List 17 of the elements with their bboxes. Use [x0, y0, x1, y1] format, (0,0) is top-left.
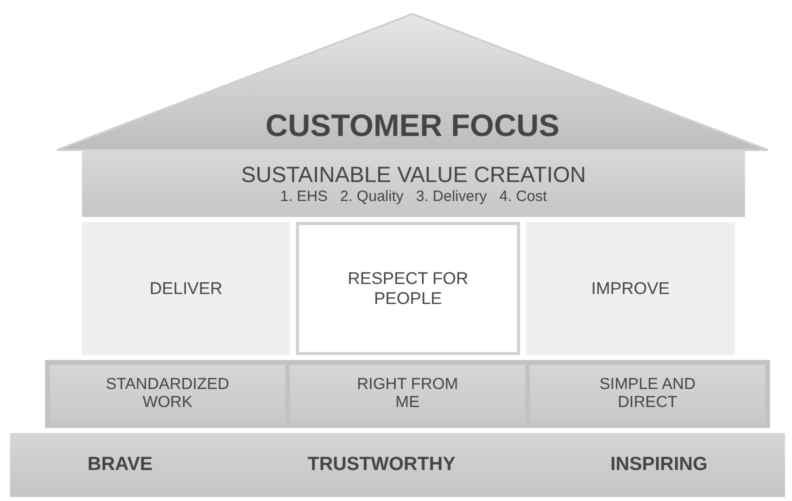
roof-shape	[55, 12, 770, 152]
box-band	[45, 360, 770, 428]
label-text: RESPECT FOR PEOPLE	[346, 268, 470, 308]
label-text: INSPIRING	[610, 454, 708, 476]
base-band	[10, 433, 785, 497]
label-text: RIGHT FROM ME	[356, 376, 460, 412]
label-text: IMPROVE	[591, 278, 670, 298]
label-text: SIMPLE AND DIRECT	[598, 376, 697, 412]
priority-list: 1. EHS 2. Quality 3. Delivery 4. Cost	[280, 188, 547, 205]
label-text: BRAVE	[88, 454, 153, 476]
label-text: SUSTAINABLE VALUE CREATION	[241, 162, 586, 188]
pillar-panel	[296, 222, 520, 355]
label-text: DELIVER	[150, 278, 222, 298]
label-text: STANDARDIZED WORK	[105, 376, 230, 412]
beam-band	[82, 150, 745, 217]
label-text: CUSTOMER FOCUS	[266, 108, 560, 144]
label-text: TRUSTWORTHY	[308, 454, 456, 476]
